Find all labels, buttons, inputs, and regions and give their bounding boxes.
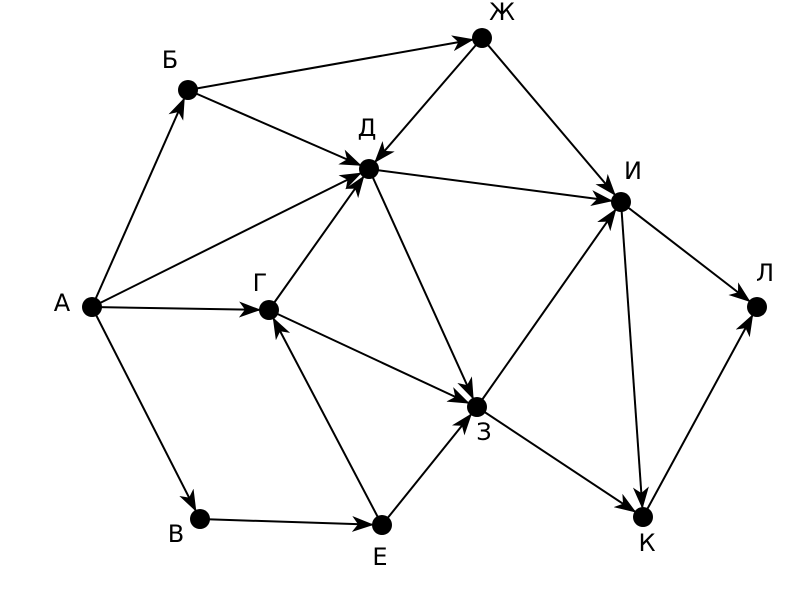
edge-g-to-d	[268, 175, 365, 311]
node-labels: А Б В Г Д Е Ж З И К Л	[54, 0, 774, 571]
node-label-a: А	[54, 289, 71, 317]
edge-d-to-i	[368, 168, 614, 207]
node-z	[467, 397, 487, 417]
node-label-z: З	[476, 418, 491, 446]
edge-b-to-d	[187, 89, 362, 166]
edge-a-to-v	[91, 306, 197, 512]
node-a	[82, 297, 102, 317]
node-label-b: Б	[162, 46, 178, 74]
node-label-l: Л	[756, 259, 774, 287]
edge-zh-to-i	[481, 37, 616, 196]
node-e	[372, 515, 392, 535]
node-i	[611, 192, 631, 212]
node-label-d: Д	[358, 114, 377, 142]
node-d	[359, 159, 379, 179]
node-k	[633, 507, 653, 527]
edge-g-to-z	[268, 309, 470, 404]
edge-i-to-k	[620, 201, 649, 510]
node-b	[178, 80, 198, 100]
edges	[91, 35, 754, 533]
edge-v-to-e	[199, 516, 375, 533]
node-l	[747, 297, 767, 317]
node-label-e: Е	[372, 543, 387, 571]
node-label-v: В	[168, 520, 184, 548]
edge-i-to-l	[620, 201, 751, 303]
edge-e-to-g	[272, 317, 383, 526]
node-zh	[472, 28, 492, 48]
edge-z-to-k	[476, 406, 637, 513]
edge-a-to-b	[91, 97, 185, 308]
node-v	[190, 509, 210, 529]
node-label-zh: Ж	[489, 0, 515, 26]
nodes	[82, 28, 767, 535]
edge-k-to-l	[642, 314, 754, 518]
node-g	[259, 300, 279, 320]
node-label-k: К	[638, 529, 655, 557]
edge-a-to-g	[91, 301, 262, 318]
edge-z-to-i	[476, 208, 617, 408]
edge-a-to-d	[91, 172, 362, 308]
node-label-g: Г	[253, 269, 268, 297]
edge-e-to-z	[381, 413, 472, 526]
edge-b-to-zh	[187, 35, 475, 91]
edge-d-to-z	[368, 168, 474, 400]
node-label-i: И	[624, 157, 642, 185]
edge-zh-to-d	[374, 37, 483, 163]
